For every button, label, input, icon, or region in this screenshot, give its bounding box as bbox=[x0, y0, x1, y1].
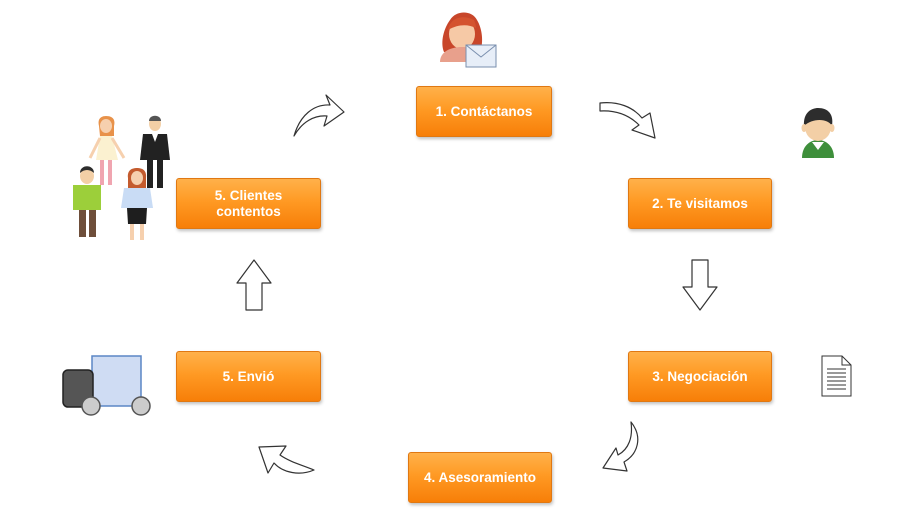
curved-arrow-bottom-right bbox=[602, 421, 639, 472]
step-1-contact: 1. Contáctanos bbox=[416, 86, 552, 137]
woman-with-envelope-icon bbox=[440, 12, 497, 68]
curved-arrow-top-right bbox=[599, 102, 656, 139]
step-2-visit: 2. Te visitamos bbox=[628, 178, 772, 229]
man-icon bbox=[801, 108, 835, 158]
step-5-shipping: 5. Envió bbox=[176, 351, 321, 402]
curved-arrow-bottom-left bbox=[258, 445, 315, 474]
up-arrow-left bbox=[236, 259, 272, 311]
curved-arrow-top-left bbox=[293, 94, 345, 137]
step-3-negotiation: 3. Negociación bbox=[628, 351, 772, 402]
down-arrow-right bbox=[682, 259, 718, 311]
delivery-truck-icon bbox=[62, 355, 151, 416]
document-icon bbox=[821, 355, 852, 397]
step-6-happy-customers: 5. Clientes contentos bbox=[176, 178, 321, 229]
step-4-advice: 4. Asesoramiento bbox=[408, 452, 552, 503]
happy-customers-group-icon bbox=[73, 115, 170, 240]
